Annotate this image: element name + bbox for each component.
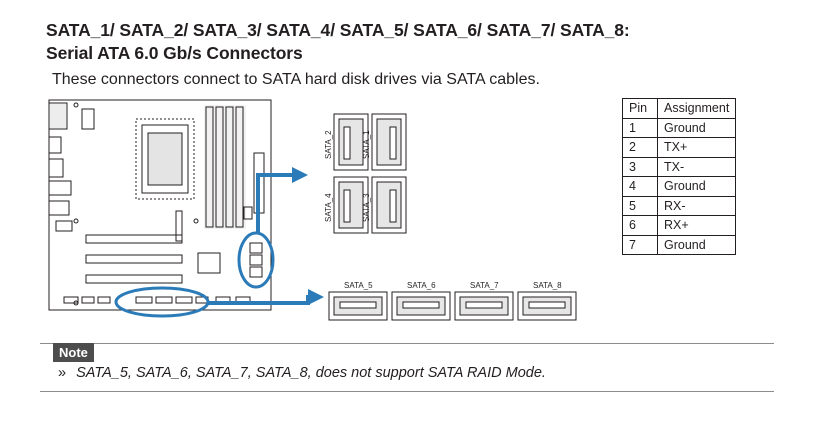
dimm-slot: [215, 106, 224, 228]
note-divider-top: [40, 343, 774, 344]
bottom-header: [135, 296, 153, 304]
label-sata-5: SATA_5: [344, 281, 373, 290]
dimm-slot: [205, 106, 214, 228]
header-block: [81, 108, 95, 130]
col-pin-header: Pin: [622, 98, 658, 119]
label-sata-7: SATA_7: [470, 281, 499, 290]
sata-7-connector: [454, 291, 514, 321]
sata-4-connector: [333, 176, 369, 234]
sata-8-connector: [517, 291, 577, 321]
cpu-fill: [148, 133, 182, 185]
pin-assignment: TX+: [656, 137, 737, 158]
pcie-slot: [85, 234, 183, 244]
label-sata-3: SATA_3: [362, 193, 371, 222]
io-fill: [50, 104, 66, 128]
io-block: [48, 180, 72, 196]
motherboard-diagram: SATA_2 SATA_1 SATA_4 SATA_3 SATA_5 SATA_…: [48, 99, 577, 321]
sata-block: [249, 266, 263, 278]
sata-5-connector: [328, 291, 388, 321]
label-sata-2: SATA_2: [324, 130, 333, 159]
callout-vertical-sata: [237, 231, 275, 289]
sata-6-connector: [391, 291, 451, 321]
label-sata-4: SATA_4: [324, 193, 333, 222]
pin-number: 4: [622, 176, 658, 197]
pin-assignment: RX+: [656, 215, 737, 236]
io-block: [48, 136, 62, 154]
sata-2-connector: [333, 113, 369, 171]
pin-assignment: TX-: [656, 156, 737, 177]
bottom-header: [175, 296, 193, 304]
arrow-head-vertical: [292, 167, 308, 183]
mount-hole: [73, 218, 79, 224]
socket-frame: [135, 118, 195, 200]
intro-text: These connectors connect to SATA hard di…: [52, 71, 540, 88]
title-line-2: Serial ATA 6.0 Gb/s Connectors: [46, 43, 303, 63]
pin-assignment: Ground: [656, 117, 737, 138]
bottom-header: [155, 296, 173, 304]
callout-bottom-sata: [114, 286, 210, 318]
pin-assignment: Ground: [656, 176, 737, 197]
page-title: SATA_1/ SATA_2/ SATA_3/ SATA_4/ SATA_5/ …: [46, 19, 630, 65]
label-sata-6: SATA_6: [407, 281, 436, 290]
pin-number: 2: [622, 137, 658, 158]
note-bullet: »: [58, 365, 67, 381]
io-block: [55, 220, 73, 232]
note-text: SATA_5, SATA_6, SATA_7, SATA_8, does not…: [76, 365, 546, 381]
pin-number: 5: [622, 195, 658, 216]
label-sata-1: SATA_1: [362, 130, 371, 159]
heatsink-fill: [204, 105, 246, 229]
pin-assignment: RX-: [656, 195, 737, 216]
pin-number: 6: [622, 215, 658, 236]
sata-3-connector: [371, 176, 407, 234]
sata-1-connector: [371, 113, 407, 171]
bottom-header: [97, 296, 111, 304]
m2-slot: [175, 210, 183, 242]
mount-hole: [193, 218, 199, 224]
dimm-slot: [235, 106, 244, 228]
label-sata-8: SATA_8: [533, 281, 562, 290]
sata-block: [249, 242, 263, 254]
title-line-1: SATA_1/ SATA_2/ SATA_3/ SATA_4/ SATA_5/ …: [46, 20, 630, 40]
pin-number: 3: [622, 156, 658, 177]
pin-assignment: Ground: [656, 234, 737, 255]
pin-number: 1: [622, 117, 658, 138]
io-block: [48, 158, 64, 178]
arrow-head-horizontal: [308, 289, 324, 305]
chipset: [197, 252, 221, 274]
io-block: [48, 200, 70, 216]
cpu-inner: [147, 132, 183, 186]
bottom-header: [63, 296, 79, 304]
mount-hole: [73, 102, 79, 108]
horizontal-connectors: [328, 291, 577, 321]
dimm-slot: [225, 106, 234, 228]
arrow-to-vertical: [256, 173, 294, 233]
note-divider-bottom: [40, 391, 774, 392]
sata-block: [249, 254, 263, 266]
pcie-slot: [85, 254, 183, 264]
table-header-row: Pin Assignment: [622, 98, 737, 119]
io-block: [48, 102, 68, 130]
cpu-socket: [141, 124, 189, 194]
vertical-connectors: [333, 113, 407, 234]
pin-number: 7: [622, 234, 658, 255]
bottom-header: [81, 296, 95, 304]
arrow-to-horizontal: [208, 295, 314, 305]
chip: [243, 206, 253, 220]
mount-hole: [73, 300, 79, 306]
col-assignment-header: Assignment: [656, 98, 737, 119]
pcie-slot: [85, 274, 183, 284]
note-label: Note: [53, 343, 94, 362]
note-text-line: » SATA_5, SATA_6, SATA_7, SATA_8, does no…: [58, 365, 546, 381]
